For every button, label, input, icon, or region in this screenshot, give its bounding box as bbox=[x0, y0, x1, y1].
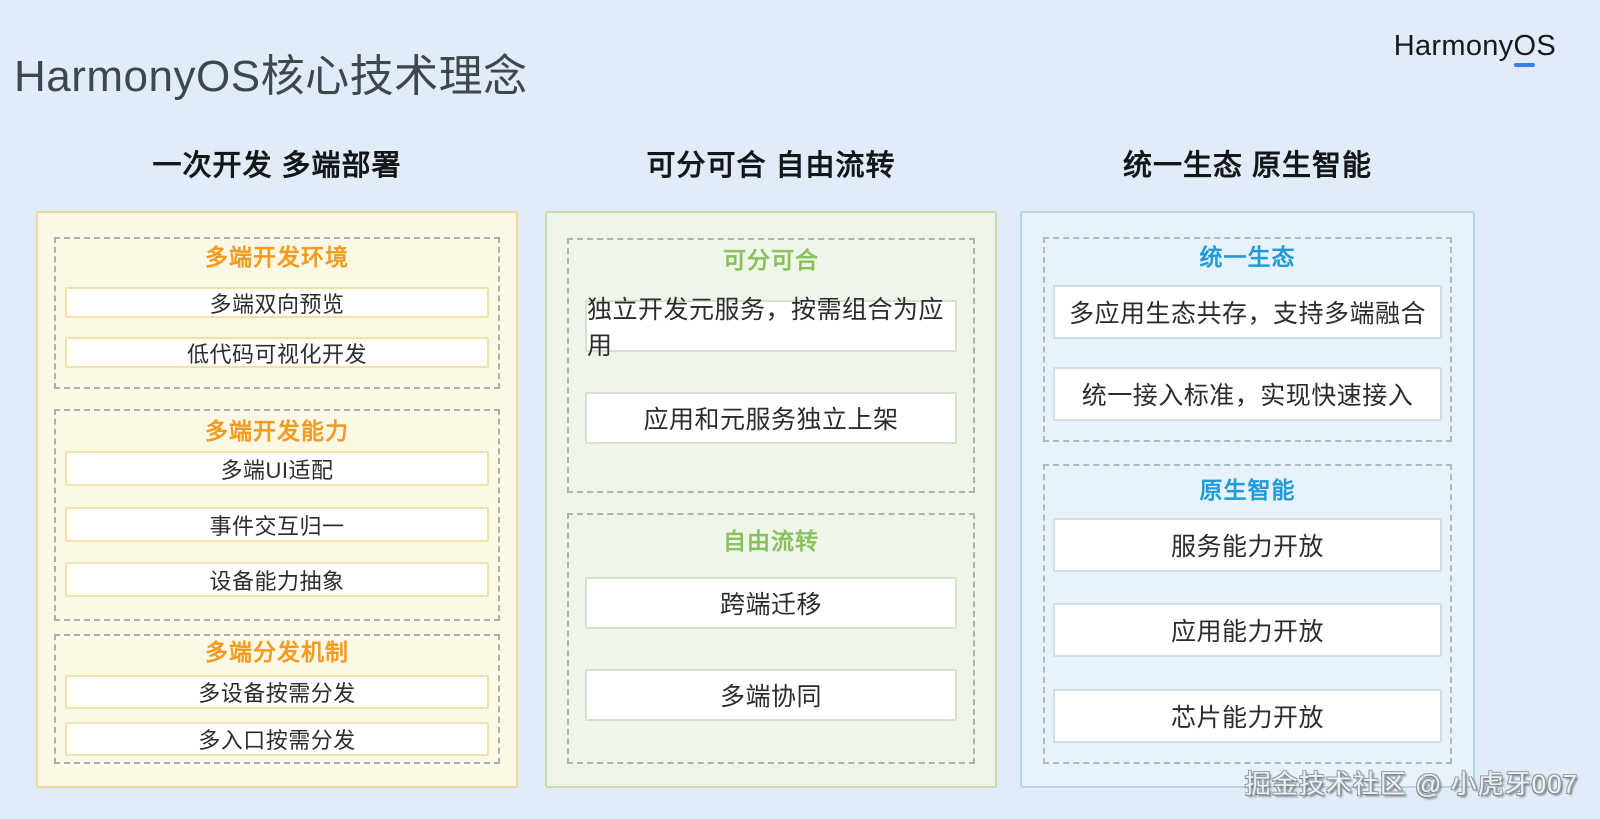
feature-item: 低代码可视化开发 bbox=[65, 337, 489, 368]
column-header: 可分可合 自由流转 bbox=[646, 150, 896, 182]
column-unified-eco-native-intelligence: 统一生态 原生智能 统一生态 多应用生态共存，支持多端融合 统一接入标准，实现快… bbox=[1020, 150, 1475, 788]
column-develop-once-deploy-many: 一次开发 多端部署 多端开发环境 多端双向预览 低代码可视化开发 多端开发能力 … bbox=[36, 150, 518, 788]
feature-item: 统一接入标准，实现快速接入 bbox=[1053, 367, 1442, 421]
column-header: 一次开发 多端部署 bbox=[152, 150, 402, 182]
section-title: 多端分发机制 bbox=[205, 638, 349, 665]
logo-letter-s: S bbox=[1536, 30, 1556, 62]
feature-item: 跨端迁移 bbox=[585, 576, 957, 629]
harmonyos-logo: HarmonyOS bbox=[1393, 30, 1556, 67]
section-free-flow: 自由流转 跨端迁移 多端协同 bbox=[567, 512, 975, 764]
panel-green: 可分可合 独立开发元服务，按需组合为应用 应用和元服务独立上架 自由流转 跨端迁… bbox=[545, 211, 997, 788]
section-title: 自由流转 bbox=[723, 527, 819, 554]
feature-item: 独立开发元服务，按需组合为应用 bbox=[585, 296, 957, 360]
section-unified-ecosystem: 统一生态 多应用生态共存，支持多端融合 统一接入标准，实现快速接入 bbox=[1043, 237, 1452, 442]
feature-item: 事件交互归一 bbox=[65, 507, 489, 543]
section-splittable-combinable: 可分可合 独立开发元服务，按需组合为应用 应用和元服务独立上架 bbox=[567, 238, 975, 493]
section-title: 原生智能 bbox=[1199, 476, 1296, 503]
feature-item: 应用和元服务独立上架 bbox=[585, 392, 957, 444]
column-split-combine-free-flow: 可分可合 自由流转 可分可合 独立开发元服务，按需组合为应用 应用和元服务独立上… bbox=[545, 150, 997, 788]
watermark: 掘金技术社区 @ 小虎牙007 bbox=[1244, 769, 1578, 799]
feature-item: 多应用生态共存，支持多端融合 bbox=[1053, 285, 1442, 339]
section-title: 可分可合 bbox=[723, 247, 819, 273]
feature-item: 芯片能力开放 bbox=[1053, 688, 1442, 743]
section-native-intelligence: 原生智能 服务能力开放 应用能力开放 芯片能力开放 bbox=[1043, 463, 1452, 764]
feature-item: 应用能力开放 bbox=[1053, 602, 1442, 657]
panel-blue: 统一生态 多应用生态共存，支持多端融合 统一接入标准，实现快速接入 原生智能 服… bbox=[1020, 211, 1475, 788]
section-multi-device-dev-environment: 多端开发环境 多端双向预览 低代码可视化开发 bbox=[54, 237, 500, 390]
feature-item: 多端双向预览 bbox=[65, 287, 489, 318]
logo-letter-o-underlined: O bbox=[1513, 30, 1537, 67]
column-header: 统一生态 原生智能 bbox=[1122, 150, 1373, 182]
logo-text-harmony: Harmony bbox=[1393, 30, 1514, 62]
section-title: 多端开发能力 bbox=[205, 418, 349, 445]
section-title: 统一生态 bbox=[1199, 244, 1296, 270]
feature-item: 多端协同 bbox=[585, 668, 957, 721]
feature-item: 服务能力开放 bbox=[1053, 517, 1442, 572]
section-multi-device-distribution: 多端分发机制 多设备按需分发 多入口按需分发 bbox=[54, 633, 500, 764]
feature-item: 设备能力抽象 bbox=[65, 562, 489, 598]
feature-item: 多端UI适配 bbox=[65, 451, 489, 487]
feature-item: 多设备按需分发 bbox=[65, 674, 489, 709]
section-multi-device-dev-capability: 多端开发能力 多端UI适配 事件交互归一 设备能力抽象 bbox=[54, 409, 500, 621]
page-title: HarmonyOS核心技术理念 bbox=[14, 52, 528, 101]
feature-item: 多入口按需分发 bbox=[65, 721, 489, 756]
section-title: 多端开发环境 bbox=[205, 244, 349, 270]
panel-yellow: 多端开发环境 多端双向预览 低代码可视化开发 多端开发能力 多端UI适配 事件交… bbox=[36, 211, 518, 788]
